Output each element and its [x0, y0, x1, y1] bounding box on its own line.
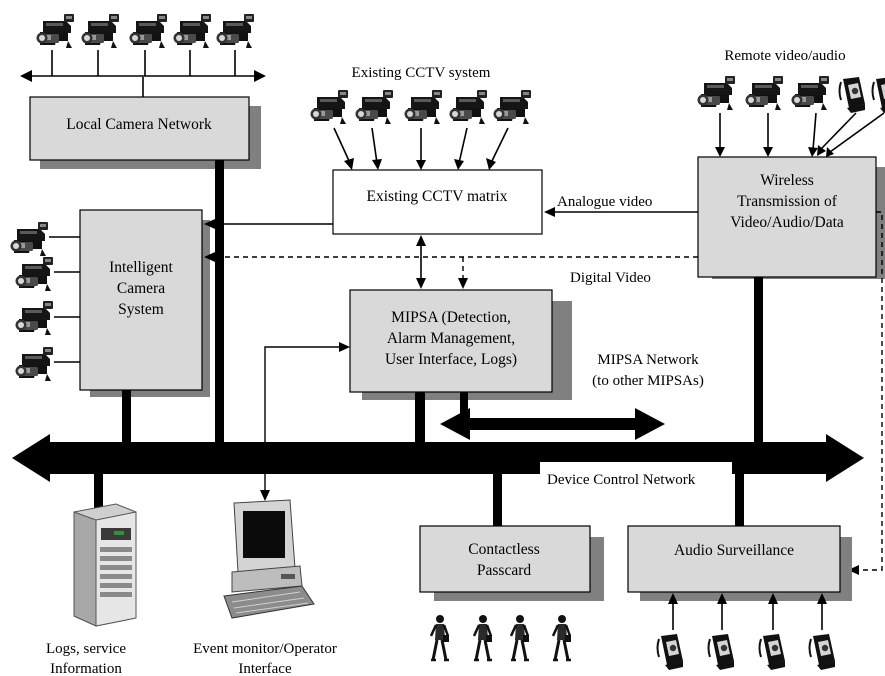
local-camera-network-box: [29, 96, 250, 161]
passcard-label-line1: Contactless: [468, 541, 539, 558]
device-control-network-label: Device Control Network: [547, 472, 696, 488]
event-monitor-label-line1: Event monitor/Operator: [193, 641, 337, 657]
cctv-cameras: [310, 90, 531, 124]
people: [430, 614, 572, 662]
video-camera-icon: [129, 14, 167, 48]
video-camera-icon: [10, 222, 48, 256]
operator-link: [260, 342, 350, 501]
cctv-matrix-box: [332, 169, 543, 235]
walking-person-icon: [552, 614, 572, 662]
passcard-box: [419, 525, 591, 593]
remote-links: [719, 112, 885, 153]
camera-bus-arrow: [20, 70, 266, 82]
local-camera-network-group: Local Camera Network: [20, 14, 266, 169]
remote-group: Remote video/audio Wireless Transmission…: [697, 48, 885, 279]
microphone-icon: [656, 633, 684, 670]
microphone-icon: [871, 76, 885, 113]
mipsa-label-line1: MIPSA (Detection,: [391, 309, 511, 326]
remote-video-audio-label: Remote video/audio: [724, 48, 845, 64]
mipsa-group: MIPSA (Detection, Alarm Management, User…: [349, 289, 704, 440]
microphone-icon: [707, 633, 735, 670]
wireless-label-line3: Video/Audio/Data: [730, 214, 844, 231]
mipsa-label-line2: Alarm Management,: [387, 330, 515, 347]
audio-surveillance-box: [627, 525, 841, 593]
video-camera-icon: [216, 14, 254, 48]
video-camera-icon: [449, 90, 487, 124]
mic-links: [672, 603, 823, 630]
intelligent-camera-label-line2: Camera: [117, 280, 165, 297]
existing-cctv-system-label: Existing CCTV system: [352, 65, 491, 81]
mipsa-network-arrow: [440, 408, 665, 440]
mipsa-network-label-line2: (to other MIPSAs): [592, 373, 704, 389]
wireless-label-line1: Wireless: [760, 172, 814, 189]
passcard-group: Contactless Passcard: [419, 525, 604, 662]
walking-person-icon: [510, 614, 530, 662]
cctv-matrix-label: Existing CCTV matrix: [367, 188, 508, 205]
video-camera-icon: [791, 76, 829, 110]
video-camera-icon: [310, 90, 348, 124]
intelligent-camera-group: Intelligent Camera System: [10, 209, 210, 397]
video-camera-icon: [15, 257, 53, 291]
passcard-label-line2: Passcard: [477, 562, 531, 579]
microphone-icon: [838, 76, 866, 113]
video-camera-icon: [36, 14, 74, 48]
camera-drop-lines: [51, 50, 236, 76]
computer-workstation-icon: [223, 499, 315, 619]
microphone-icon: [808, 633, 836, 670]
mipsa-box: [349, 289, 553, 393]
video-camera-icon: [173, 14, 211, 48]
microphone-icon: [758, 633, 786, 670]
side-camera-links: [49, 236, 80, 363]
digital-video-label: Digital Video: [570, 270, 651, 286]
mic-link-arrowheads: [668, 593, 827, 604]
server-tower-icon: [73, 503, 137, 627]
analogue-video-label: Analogue video: [557, 194, 652, 210]
cctv-link-arrowheads: [344, 158, 496, 170]
video-camera-icon: [404, 90, 442, 124]
video-camera-icon: [15, 301, 53, 335]
walking-person-icon: [430, 614, 450, 662]
intelligent-camera-label-line1: Intelligent: [109, 259, 173, 276]
logs-service-label-line2: Information: [50, 661, 122, 676]
existing-cctv-group: Existing CCTV system Existing CCTV matri…: [310, 65, 543, 235]
audio-surveillance-label: Audio Surveillance: [674, 542, 794, 559]
device-control-bus: Device Control Network: [12, 160, 864, 526]
video-camera-icon: [355, 90, 393, 124]
video-camera-icon: [15, 347, 53, 381]
local-cameras: [36, 14, 254, 48]
mipsa-network-label-line1: MIPSA Network: [597, 352, 699, 368]
local-camera-network-label: Local Camera Network: [66, 116, 212, 133]
wireless-label-line2: Transmission of: [737, 193, 838, 210]
intelligent-camera-label-line3: System: [118, 301, 164, 318]
cctv-camera-links: [333, 127, 509, 164]
video-camera-icon: [745, 76, 783, 110]
event-monitor-label-line2: Interface: [238, 661, 292, 676]
remote-link-arrowheads: [715, 145, 834, 157]
video-camera-icon: [493, 90, 531, 124]
logs-service-label-line1: Logs, service: [46, 641, 126, 657]
remote-devices: [697, 76, 885, 113]
mipsa-label-line3: User Interface, Logs): [385, 351, 517, 368]
video-camera-icon: [697, 76, 735, 110]
intelligent-camera-box: [79, 209, 203, 391]
audio-surveillance-group: Audio Surveillance: [627, 525, 852, 670]
walking-person-icon: [473, 614, 493, 662]
wireless-box: [697, 156, 877, 278]
side-cameras: [10, 222, 53, 381]
video-connections: Analogue video Digital Video: [204, 194, 883, 575]
video-camera-icon: [81, 14, 119, 48]
audio-microphones: [656, 633, 836, 670]
